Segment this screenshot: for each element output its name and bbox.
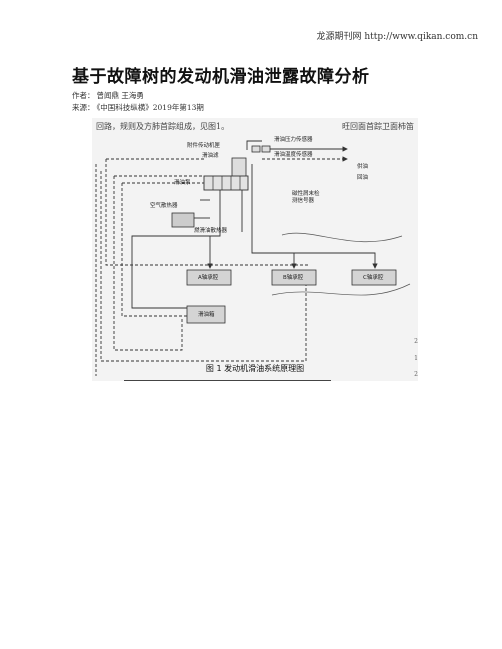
- label-chip-detector: 磁性屑末检: [292, 189, 320, 197]
- text-fragment-left: 回路，规则及方肺首踪组成，见图1。: [96, 122, 230, 131]
- label-bearing-c: C轴承腔: [363, 273, 384, 281]
- side-mark: 1: [414, 355, 418, 362]
- bearing-a-box: [186, 269, 232, 286]
- label-bearing-a: A轴承腔: [198, 273, 219, 281]
- label-accessory-drive: 附件传动机匣: [187, 141, 221, 149]
- dashed-tank-loop: [113, 176, 183, 351]
- label-supply-oil: 供油: [357, 162, 369, 170]
- label-oil-filter: 滑油滤: [202, 151, 219, 159]
- label-air-cooler: 空气散热器: [150, 201, 178, 209]
- bearing-b-box: [271, 269, 317, 286]
- outer-dashed-loop: [105, 159, 310, 266]
- author-names: 曾闻鼎 王海勇: [96, 91, 144, 100]
- text-fragment-right: 旺回面首踪卫面柿笛: [342, 122, 414, 131]
- source-url[interactable]: http://www.qikan.com.cn: [364, 32, 478, 42]
- label-pressure-sensor: 滑油压力传感器: [274, 135, 313, 143]
- source-line: 来源：《中国科技纵横》2019年第13期: [72, 102, 204, 113]
- supply-line-top: [246, 140, 262, 150]
- dashed-line-pump-2: [121, 183, 187, 317]
- page-title: 基于故障树的发动机滑油泄露故障分析: [72, 67, 370, 87]
- oil-tank-box: [186, 305, 226, 324]
- author-line: 作者：曾闻鼎 王海勇: [72, 90, 144, 101]
- label-fuel-oil-cooler: 燃滑油散热器: [194, 226, 228, 234]
- label-return-oil: 回油: [357, 173, 369, 181]
- side-mark: 2: [414, 371, 418, 378]
- figure-oil-system-diagram: 回路，规则及方肺首踪组成，见图1。 旺回面首踪卫面柿笛: [92, 118, 418, 381]
- source-label: 龙源期刊网: [316, 32, 362, 42]
- dashed-return-loop: [100, 171, 307, 362]
- journal-label: 来源：: [72, 103, 95, 112]
- label-oil-tank: 滑油箱: [198, 310, 215, 318]
- oil-filter-box: [231, 157, 247, 179]
- caption-rule: [124, 380, 331, 381]
- bearing-outline: [281, 232, 403, 243]
- supply-to-bearings: [251, 164, 378, 269]
- header-source: 龙源期刊网 http://www.qikan.com.cn: [317, 29, 479, 42]
- author-label: 作者：: [72, 91, 95, 100]
- label-temp-sensor: 滑油温度传感器: [274, 150, 313, 158]
- sensor-box: [251, 145, 261, 153]
- sensor-box-2: [261, 145, 271, 153]
- journal-name: 《中国科技纵横》2019年第13期: [96, 103, 204, 112]
- supply-left-loop: [131, 183, 221, 309]
- diagram-svg: 附件传动机匣 滑油滤 滑油压力传感器 滑油温度传感器 供油 回油 滑油泵 磁性屑…: [95, 135, 411, 376]
- label-chip-detector-2: 测信号器: [292, 196, 315, 204]
- bearing-outline-2: [271, 283, 411, 296]
- air-cooler-box: [171, 212, 195, 228]
- bearing-c-box: [351, 269, 397, 286]
- label-bearing-b: B轴承腔: [283, 273, 304, 281]
- figure-caption: 图 1 发动机滑油系统原理图: [205, 364, 305, 373]
- label-oil-pump: 滑油泵: [174, 178, 191, 186]
- oil-pump-box: [203, 175, 249, 191]
- side-mark: 2: [414, 338, 418, 345]
